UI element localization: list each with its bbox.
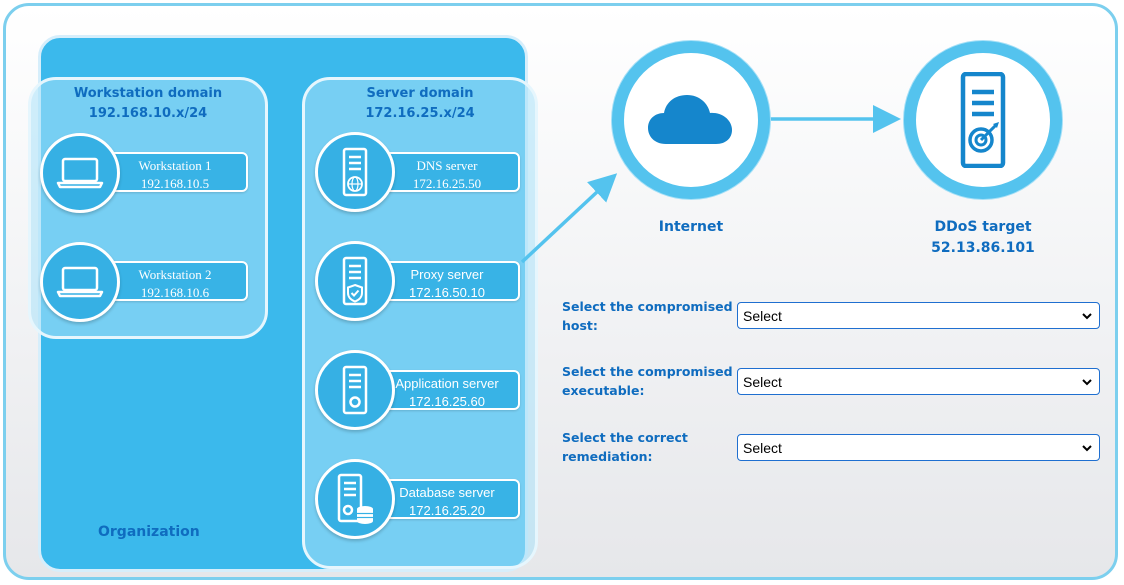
dns-server-icon bbox=[342, 147, 368, 197]
workstation-domain-subnet: 192.168.10.x/24 bbox=[88, 106, 208, 121]
internet-node[interactable] bbox=[612, 41, 770, 199]
correct-remediation-select[interactable]: Select bbox=[737, 434, 1100, 461]
question-line: host: bbox=[562, 318, 598, 333]
question-line: executable: bbox=[562, 383, 645, 398]
chevron-down-icon bbox=[1082, 445, 1092, 452]
ddos-target-label: DDoS target 52.13.86.101 bbox=[904, 217, 1062, 259]
laptop-icon bbox=[56, 266, 104, 298]
organization-label: Organization bbox=[98, 524, 200, 540]
target-server-icon bbox=[960, 72, 1006, 168]
proxy-server-node[interactable] bbox=[315, 241, 395, 321]
host-ip: 172.16.25.60 bbox=[409, 394, 485, 409]
dns-server-card[interactable]: DNS server 172.16.25.50 bbox=[374, 152, 520, 192]
host-name: Database server bbox=[399, 485, 495, 500]
dns-server-node[interactable] bbox=[315, 132, 395, 212]
question-correct-remediation-label: Select the correct remediation: bbox=[562, 428, 734, 466]
application-server-node[interactable] bbox=[315, 350, 395, 430]
host-ip: 192.168.10.6 bbox=[140, 285, 210, 300]
workstation-1-card[interactable]: Workstation 1 192.168.10.5 bbox=[102, 152, 248, 192]
select-value: Select bbox=[743, 307, 782, 324]
proxy-server-icon bbox=[342, 256, 368, 306]
host-name: Workstation 1 bbox=[138, 158, 212, 173]
ddos-target-node[interactable] bbox=[904, 41, 1062, 199]
cloud-icon bbox=[648, 95, 732, 144]
host-ip: 172.16.25.50 bbox=[412, 176, 482, 191]
host-ip: 172.16.25.20 bbox=[409, 503, 485, 518]
database-server-icon bbox=[337, 473, 373, 524]
workstation-2-node[interactable] bbox=[40, 242, 120, 322]
host-name: Proxy server bbox=[410, 267, 484, 282]
proxy-to-internet-arrow bbox=[520, 173, 618, 264]
host-name: Application server bbox=[395, 376, 499, 391]
question-line: remediation: bbox=[562, 449, 653, 464]
workstation-2-card[interactable]: Workstation 2 192.168.10.6 bbox=[102, 261, 248, 301]
application-server-card[interactable]: Application server 172.16.25.60 bbox=[374, 370, 520, 410]
chevron-down-icon bbox=[1082, 379, 1092, 386]
host-name: Workstation 2 bbox=[138, 267, 212, 282]
workstation-1-node[interactable] bbox=[40, 133, 120, 213]
database-server-node[interactable] bbox=[315, 459, 395, 539]
workstation-domain-title: Workstation domain bbox=[73, 86, 223, 101]
question-line: Select the compromised bbox=[562, 299, 733, 314]
host-ip: 192.168.10.5 bbox=[140, 176, 210, 191]
internet-label: Internet bbox=[658, 219, 724, 235]
compromised-executable-select[interactable]: Select bbox=[737, 368, 1100, 395]
ddos-target-title: DDoS target bbox=[934, 219, 1032, 235]
question-line: Select the correct bbox=[562, 430, 688, 445]
server-domain-subnet: 172.16.25.x/24 bbox=[365, 106, 475, 121]
database-server-card[interactable]: Database server 172.16.25.20 bbox=[374, 479, 520, 519]
host-name: DNS server bbox=[416, 158, 478, 173]
question-line: Select the compromised bbox=[562, 364, 733, 379]
question-compromised-host-label: Select the compromised host: bbox=[562, 297, 734, 335]
proxy-server-card[interactable]: Proxy server 172.16.50.10 bbox=[374, 261, 520, 301]
application-server-icon bbox=[342, 365, 368, 415]
laptop-icon bbox=[56, 157, 104, 189]
compromised-host-select[interactable]: Select bbox=[737, 302, 1100, 329]
ddos-target-ip: 52.13.86.101 bbox=[931, 240, 1035, 256]
question-compromised-executable-label: Select the compromised executable: bbox=[562, 362, 734, 400]
chevron-down-icon bbox=[1082, 313, 1092, 320]
select-value: Select bbox=[743, 373, 782, 390]
select-value: Select bbox=[743, 439, 782, 456]
host-ip: 172.16.50.10 bbox=[409, 285, 485, 300]
server-domain-title: Server domain bbox=[366, 86, 474, 101]
